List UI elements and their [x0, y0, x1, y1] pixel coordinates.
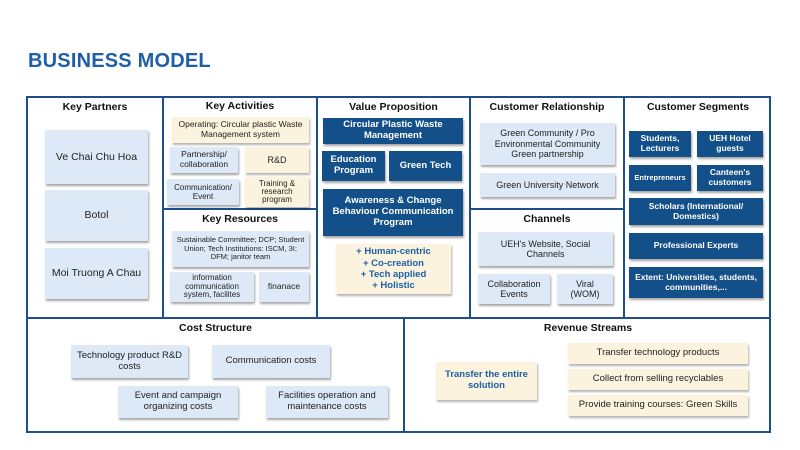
relationship-community: Green Community / Pro Environmental Comm…: [480, 123, 615, 165]
activity-rd: R&D: [245, 147, 309, 173]
segment-experts: Professional Experts: [629, 233, 763, 259]
activity-training: Training & research program: [245, 177, 309, 207]
revenue-item: Collect from selling recyclables: [568, 369, 748, 390]
value-proposition-header: Value Proposition: [349, 101, 438, 113]
divider: [162, 208, 318, 210]
relationship-network: Green University Network: [480, 173, 615, 197]
cost-events: Event and campaign organizing costs: [118, 386, 238, 418]
cost-structure-header: Cost Structure: [179, 322, 252, 334]
page-title: BUSINESS MODEL: [28, 50, 211, 72]
revenue-item: Provide training courses: Green Skills: [568, 395, 748, 416]
segment-students: Students, Lecturers: [629, 131, 691, 157]
channel-events: Collaboration Events: [478, 274, 550, 304]
vp-education: Education Program: [322, 151, 385, 181]
resource-committees: Sustainable Committee; DCP; Student Unio…: [172, 231, 309, 267]
channel-website: UEH's Website, Social Channels: [478, 232, 613, 266]
vp-green-tech: Green Tech: [389, 151, 462, 181]
key-resources-header: Key Resources: [202, 213, 278, 225]
business-model-canvas: [26, 96, 771, 433]
activity-communication: Communication/ Event: [167, 179, 239, 205]
customer-relationship-header: Customer Relationship: [489, 101, 605, 113]
cost-communication: Communication costs: [212, 345, 330, 378]
segment-canteen: Canteen's customers: [697, 165, 763, 191]
resource-finance: finanace: [259, 272, 309, 302]
vp-value-item: + Tech applied: [360, 269, 427, 280]
vp-value-item: + Holistic: [372, 280, 415, 292]
partner-item: Ve Chai Chu Hoa: [45, 130, 148, 184]
activity-partnership: Partnership/ collaboration: [170, 147, 238, 173]
segment-extent: Extent: Universities, students, communit…: [629, 267, 763, 298]
segment-hotel: UEH Hotel guests: [697, 131, 763, 157]
key-partners-header: Key Partners: [62, 101, 128, 113]
channel-viral: Viral (WOM): [557, 274, 613, 304]
divider: [26, 317, 771, 319]
divider: [469, 208, 625, 210]
partner-item: Botol: [45, 190, 148, 241]
resource-info-system: information communication system, facili…: [170, 272, 254, 302]
vp-circular: Circular Plastic Waste Management: [323, 118, 463, 144]
channels-header: Channels: [523, 213, 571, 225]
customer-segments-header: Customer Segments: [646, 101, 750, 113]
partner-item: Moi Truong A Chau: [45, 248, 148, 299]
divider: [403, 317, 405, 433]
divider: [469, 96, 471, 318]
divider: [162, 96, 164, 318]
vp-value-item: + Human-centric: [356, 246, 431, 258]
divider: [316, 96, 318, 318]
vp-awareness: Awareness & Change Behaviour Communicati…: [323, 189, 463, 236]
revenue-solution: Transfer the entire solution: [436, 362, 537, 400]
cost-facilities: Facilities operation and maintenance cos…: [266, 386, 388, 418]
activity-operating: Operating: Circular plastic Waste Manage…: [172, 117, 309, 143]
segment-scholars: Scholars (International/ Domestics): [629, 198, 763, 225]
revenue-item: Transfer technology products: [568, 343, 748, 364]
vp-value-item: + Co-creation: [363, 257, 424, 269]
cost-tech-rd: Technology product R&D costs: [71, 345, 188, 378]
vp-values: + Human-centric + Co-creation + Tech app…: [336, 244, 451, 294]
revenue-streams-header: Revenue Streams: [543, 322, 633, 334]
key-activities-header: Key Activities: [205, 100, 275, 112]
divider: [623, 96, 625, 318]
segment-entrepreneurs: Entrepreneurs: [629, 165, 691, 191]
